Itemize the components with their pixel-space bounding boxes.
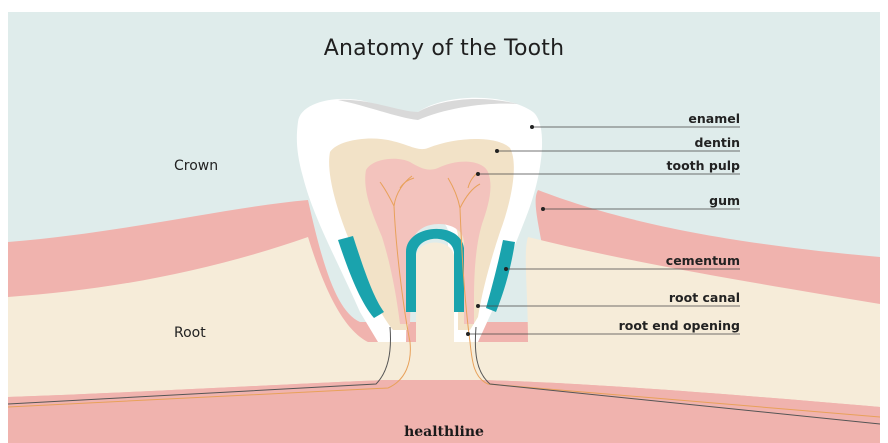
region-crown: Crown bbox=[174, 158, 218, 174]
diagram-frame: Anatomy of the Tooth bbox=[8, 12, 880, 443]
tooth-diagram: enamel dentin tooth pulp gum cementum ro… bbox=[8, 12, 880, 443]
label-root-end-opening: root end opening bbox=[619, 318, 740, 333]
label-tooth-pulp: tooth pulp bbox=[667, 158, 741, 173]
label-enamel: enamel bbox=[688, 111, 740, 126]
root-interior bbox=[416, 243, 454, 381]
label-dentin: dentin bbox=[695, 135, 740, 150]
brand-logo: healthline bbox=[8, 424, 880, 440]
region-root: Root bbox=[174, 325, 206, 341]
label-root-canal: root canal bbox=[669, 290, 740, 305]
label-gum: gum bbox=[709, 193, 740, 208]
label-cementum: cementum bbox=[666, 253, 740, 268]
